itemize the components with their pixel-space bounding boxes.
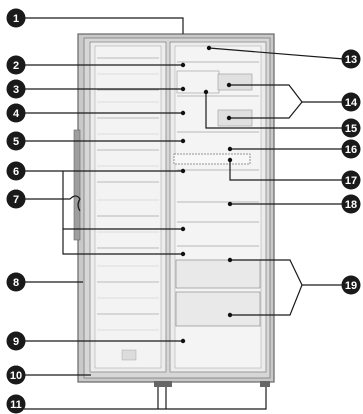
callout-9-label: 9 xyxy=(13,336,19,348)
foot-left xyxy=(154,381,164,387)
drawer-lower xyxy=(175,291,261,327)
bottom-badge xyxy=(121,349,137,361)
right-compartment xyxy=(169,41,267,373)
callout-15-label: 15 xyxy=(345,123,357,135)
dot-14a xyxy=(226,82,232,88)
callout-18: 18 xyxy=(341,194,361,214)
callout-1: 1 xyxy=(6,8,26,28)
door-handle xyxy=(73,129,81,241)
callout-9: 9 xyxy=(6,331,26,351)
callout-6: 6 xyxy=(6,161,26,181)
fridge-feet xyxy=(154,381,270,387)
left-door-inner xyxy=(94,45,162,369)
callout-19: 19 xyxy=(341,275,361,295)
leader-14 xyxy=(229,84,344,103)
callouts: 1 2 3 4 5 6 7 8 xyxy=(6,8,361,414)
callout-4: 4 xyxy=(6,103,26,123)
leader-15 xyxy=(205,92,344,129)
dot-17 xyxy=(227,157,233,163)
callout-2-label: 2 xyxy=(13,60,19,72)
leader-6-b xyxy=(62,229,183,255)
callout-11-label: 11 xyxy=(10,399,22,411)
side-box-upper xyxy=(217,73,253,91)
callout-14-label: 14 xyxy=(345,97,358,109)
dot-6 xyxy=(180,168,186,174)
callout-7: 7 xyxy=(6,189,26,209)
callout-5-label: 5 xyxy=(13,136,19,148)
callout-6-label: 6 xyxy=(13,166,19,178)
callout-16-label: 16 xyxy=(345,144,357,156)
left-compartment xyxy=(89,41,167,373)
callout-1-label: 1 xyxy=(13,13,19,25)
leader-1 xyxy=(24,17,184,34)
drawer-upper xyxy=(175,259,261,289)
dot-2 xyxy=(180,62,186,68)
dot-6b xyxy=(180,251,186,257)
callout-11: 11 xyxy=(6,394,26,414)
foot-right xyxy=(260,381,270,387)
dot-5 xyxy=(180,138,186,144)
right-shelves xyxy=(177,61,259,247)
callout-10: 10 xyxy=(6,365,26,385)
callout-2: 2 xyxy=(6,55,26,75)
leader-14-b xyxy=(229,101,303,119)
callout-13: 13 xyxy=(341,49,361,69)
dot-9 xyxy=(180,338,186,344)
dot-4 xyxy=(180,110,186,116)
dot-16 xyxy=(227,146,233,152)
callout-8-label: 8 xyxy=(13,277,19,289)
callout-3-label: 3 xyxy=(13,84,19,96)
callout-10-label: 10 xyxy=(10,370,22,382)
dot-19a xyxy=(227,257,233,263)
callout-13-label: 13 xyxy=(345,54,357,66)
dot-6a xyxy=(180,226,186,232)
callout-19-label: 19 xyxy=(345,280,357,292)
callout-7-label: 7 xyxy=(13,194,19,206)
leader-13 xyxy=(208,47,345,60)
leader-17 xyxy=(229,160,344,181)
target-dots xyxy=(180,45,233,344)
dot-3 xyxy=(180,86,186,92)
dot-19b xyxy=(227,312,233,318)
callout-17: 17 xyxy=(341,170,361,190)
leader-7 xyxy=(24,195,81,212)
callout-17-label: 17 xyxy=(345,175,357,187)
light-strip xyxy=(173,153,251,165)
dot-13 xyxy=(206,45,212,51)
dot-18 xyxy=(227,201,233,207)
leader-19-b xyxy=(230,284,303,316)
dot-14b xyxy=(226,115,232,121)
leader-19 xyxy=(230,259,344,286)
callout-4-label: 4 xyxy=(13,108,20,120)
callout-3: 3 xyxy=(6,79,26,99)
dot-15 xyxy=(203,89,209,95)
callout-15: 15 xyxy=(341,118,361,138)
left-door-shelves xyxy=(97,57,159,331)
leader-lines xyxy=(24,17,345,410)
callout-14: 14 xyxy=(341,92,361,112)
leader-11 xyxy=(24,387,267,410)
callout-5: 5 xyxy=(6,131,26,151)
callout-8: 8 xyxy=(6,272,26,292)
foot-middle xyxy=(162,381,172,387)
callout-16: 16 xyxy=(341,139,361,159)
callout-18-label: 18 xyxy=(345,199,357,211)
